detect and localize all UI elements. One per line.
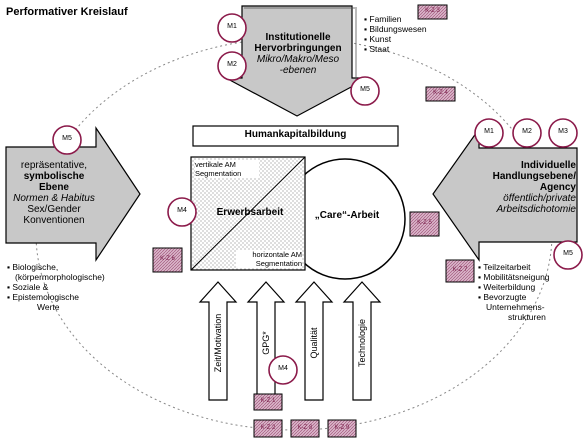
marker-m5-left-label: M5 <box>62 135 72 142</box>
tag-kz1 <box>253 393 283 411</box>
right-arrow-line1: Individuelle <box>520 160 576 171</box>
tag-kz3 <box>417 4 448 20</box>
tag-kz9-label: K-Z 9 <box>334 425 350 431</box>
left-arrow-line1: repräsentative, <box>20 160 88 171</box>
marker-m4-center-label: M4 <box>177 207 187 214</box>
marker-m2-right <box>512 118 542 148</box>
humankapital-box <box>192 125 399 147</box>
tag-kz1-label: K-Z 1 <box>260 398 276 404</box>
tag-kz6-label: K-Z 6 <box>160 256 175 262</box>
marker-m3-right-label: M3 <box>558 128 568 135</box>
tag-kz6 <box>152 247 183 273</box>
tag-kz4-label: K-Z 4 <box>433 90 448 96</box>
tag-kz2-label: K-Z 2 <box>260 425 276 431</box>
tag-kz4 <box>425 86 456 102</box>
bottom-arrow-label-4: Technologie <box>357 318 367 368</box>
marker-m2-top <box>217 51 247 81</box>
erwerbsarbeit-label: Erwerbsarbeit <box>216 207 284 218</box>
marker-m1-right <box>474 118 504 148</box>
left-list-item: ▪ Epistemologische <box>7 292 79 302</box>
horizontal-segmentation-label: horizontale AM Segmentation <box>236 250 302 268</box>
top-arrow-line4: -ebenen <box>279 65 317 76</box>
up-arrow-1 <box>198 281 238 401</box>
left-arrow-line3: Normen & Habitus <box>13 193 95 204</box>
left-list: ▪ Biologische, (körpermorphologische) ▪ … <box>7 262 105 312</box>
marker-m1-top-label: M1 <box>227 23 237 30</box>
right-list-sub: Unternehmens- <box>486 302 545 312</box>
diagram-title: Performativer Kreislauf <box>6 6 128 18</box>
right-list: ▪ Teilzeitarbeit ▪ Mobilitätsneigung ▪ W… <box>478 262 550 322</box>
marker-m1-right-label: M1 <box>484 128 494 135</box>
left-arrow-line2: symbolische Ebene <box>23 171 85 193</box>
left-list-item: ▪ Biologische, <box>7 262 59 272</box>
top-list-item: ▪ Staat <box>364 44 390 54</box>
right-arrow-line3: Agency <box>539 182 576 193</box>
bottom-arrow-label-2: GPG* <box>261 331 271 355</box>
humankapital-label: Humankapitalbildung <box>244 129 347 140</box>
right-list-item: ▪ Teilzeitarbeit <box>478 262 531 272</box>
marker-m4-bottom <box>268 355 298 385</box>
right-arrow-text: Individuelle Handlungsebene/ Agency öffe… <box>472 160 576 215</box>
marker-m2-top-label: M2 <box>227 61 237 68</box>
top-arrow-line2: Hervorbringungen <box>254 43 342 54</box>
marker-m5-right-label: M5 <box>563 250 573 257</box>
left-arrow-line5: Konventionen <box>23 215 85 226</box>
right-arrow-line5: Arbeitsdichotomie <box>496 204 576 215</box>
tag-kz8 <box>290 419 320 438</box>
marker-m4-center <box>167 197 197 227</box>
top-arrow-line3: Mikro/Makro/Meso <box>256 54 340 65</box>
marker-m5-top-label: M5 <box>360 86 370 93</box>
top-list-item: ▪ Bildungswesen <box>364 24 427 34</box>
marker-m5-top <box>350 76 380 106</box>
marker-m2-right-label: M2 <box>522 128 532 135</box>
marker-m5-right <box>553 240 583 270</box>
marker-m3-right <box>548 118 578 148</box>
tag-kz7-label: K-Z 7 <box>452 267 468 273</box>
right-list-item: ▪ Weiterbildung <box>478 282 536 292</box>
tag-kz7 <box>445 259 475 283</box>
right-arrow-shape <box>432 127 578 262</box>
up-arrow-3 <box>294 281 334 401</box>
left-arrow-text: repräsentative, symbolische Ebene Normen… <box>8 160 100 226</box>
left-list-sub: (körpermorphologische) <box>15 272 105 282</box>
top-arrow-line1: Institutionelle <box>265 32 331 43</box>
left-arrow-shape <box>5 126 141 262</box>
top-list-item: ▪ Kunst <box>364 34 392 44</box>
top-arrow-text: Institutionelle Hervorbringungen Mikro/M… <box>244 32 352 76</box>
right-arrow-line4: öffentlich/private <box>503 193 576 204</box>
left-list-sub: Werte <box>37 302 60 312</box>
vertical-segmentation-label: vertikale AM Segmentation <box>195 160 259 178</box>
left-arrow-line4: Sex/Gender <box>27 204 81 215</box>
tag-kz2 <box>253 419 283 438</box>
care-arbeit-label: „Care“-Arbeit <box>314 210 380 221</box>
tag-kz8-label: K-Z 8 <box>297 425 313 431</box>
left-list-item: ▪ Soziale & <box>7 282 49 292</box>
up-arrow-4 <box>342 281 382 401</box>
right-arrow-line2: Handlungsebene/ <box>492 171 576 182</box>
top-list-item: ▪ Familien <box>364 14 402 24</box>
tag-kz9 <box>327 419 357 438</box>
marker-m1-top <box>217 13 247 43</box>
top-list: ▪ Familien ▪ Bildungswesen ▪ Kunst ▪ Sta… <box>364 14 427 54</box>
tag-kz5 <box>409 211 440 237</box>
bottom-arrow-label-1: Zeit/Motivation <box>213 313 223 373</box>
right-list-item: ▪ Bevorzugte <box>478 292 527 302</box>
right-list-item: ▪ Mobilitätsneigung <box>478 272 550 282</box>
tag-kz5-label: K-Z 5 <box>417 220 432 226</box>
marker-m4-bottom-label: M4 <box>278 365 288 372</box>
right-list-sub: strukturen <box>508 312 546 322</box>
marker-m5-left <box>52 125 82 155</box>
tag-kz3-label: K-Z 3 <box>425 8 440 14</box>
bottom-arrow-label-3: Qualität <box>309 327 319 359</box>
